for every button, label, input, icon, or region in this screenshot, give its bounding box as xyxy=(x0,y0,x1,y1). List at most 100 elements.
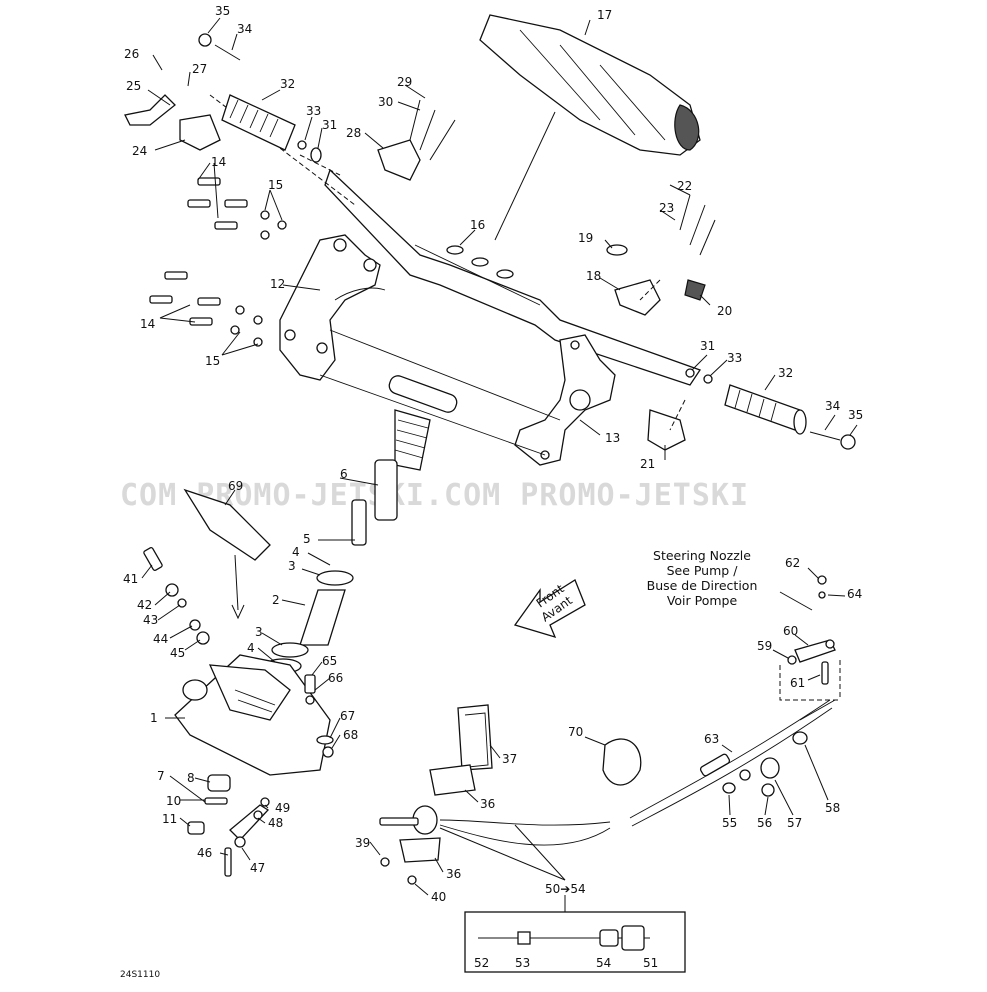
callout-34: 34 xyxy=(237,22,252,36)
callout-66: 66 xyxy=(328,671,343,685)
fasteners-14-15 xyxy=(149,177,287,347)
note-line-1: Steering Nozzle xyxy=(653,548,751,563)
callout-61: 61 xyxy=(790,676,805,690)
callout-32-right: 32 xyxy=(778,366,793,380)
callout-21: 21 xyxy=(640,457,655,471)
callout-51: 51 xyxy=(643,956,658,970)
callout-46: 46 xyxy=(197,846,212,860)
callout-33: 33 xyxy=(306,104,321,118)
callout-7: 7 xyxy=(157,769,165,783)
callout-33-right: 33 xyxy=(727,351,742,365)
callout-49: 49 xyxy=(275,801,290,815)
grip-bracket-28 xyxy=(377,99,456,181)
drawing-code: 24S1110 xyxy=(120,970,160,980)
callout-23: 23 xyxy=(659,201,674,215)
callout-3: 3 xyxy=(288,559,296,573)
callout-20: 20 xyxy=(717,304,732,318)
callout-65: 65 xyxy=(322,654,337,668)
callout-31: 31 xyxy=(322,118,337,132)
callout-16: 16 xyxy=(470,218,485,232)
callout-39: 39 xyxy=(355,836,370,850)
base-plate-1 xyxy=(174,488,331,776)
callout-42: 42 xyxy=(137,598,152,612)
handlebar-16 xyxy=(324,168,702,386)
inset-cable-kit xyxy=(464,895,686,973)
callout-4: 4 xyxy=(292,545,300,559)
callout-25: 25 xyxy=(126,79,141,93)
callout-10: 10 xyxy=(166,794,181,808)
callout-48: 48 xyxy=(268,816,283,830)
callout-12: 12 xyxy=(270,277,285,291)
lever-group xyxy=(187,774,270,877)
callout-34-right: 34 xyxy=(825,399,840,413)
callout-68: 68 xyxy=(343,728,358,742)
callout-22: 22 xyxy=(677,179,692,193)
note-line-4: Voir Pompe xyxy=(667,593,738,608)
callout-11: 11 xyxy=(162,812,177,826)
callout-43: 43 xyxy=(143,613,158,627)
bracket-13 xyxy=(514,334,616,466)
note-line-2: See Pump / xyxy=(667,563,739,578)
steering-nozzle-note: Steering Nozzle See Pump / Buse de Direc… xyxy=(647,548,758,608)
callout-53: 53 xyxy=(515,956,530,970)
steering-column xyxy=(264,375,458,674)
callout-35-right: 35 xyxy=(848,408,863,422)
callout-59: 59 xyxy=(757,639,772,653)
callout-19: 19 xyxy=(578,231,593,245)
callout-numbers: 35 34 26 27 25 32 33 31 24 14 15 29 30 2… xyxy=(123,4,863,970)
callout-44: 44 xyxy=(153,632,168,646)
callout-13: 13 xyxy=(605,431,620,445)
plate-fasteners xyxy=(143,547,334,758)
callout-58: 58 xyxy=(825,801,840,815)
callout-47: 47 xyxy=(250,861,265,875)
bracket-12 xyxy=(279,234,386,381)
callout-45: 45 xyxy=(170,646,185,660)
callout-14-lower: 14 xyxy=(140,317,155,331)
callout-37: 37 xyxy=(502,752,517,766)
callout-17: 17 xyxy=(597,8,612,22)
callout-35: 35 xyxy=(215,4,230,18)
callout-63: 63 xyxy=(704,732,719,746)
callout-62: 62 xyxy=(785,556,800,570)
callout-32: 32 xyxy=(280,77,295,91)
callout-3-lower: 3 xyxy=(255,625,263,639)
callout-18: 18 xyxy=(586,269,601,283)
callout-29: 29 xyxy=(397,75,412,89)
callout-4-lower: 4 xyxy=(247,641,255,655)
callout-60: 60 xyxy=(783,624,798,638)
note-line-3: Buse de Direction xyxy=(647,578,758,593)
callout-6: 6 xyxy=(340,467,348,481)
callout-5: 5 xyxy=(303,532,311,546)
nozzle-linkage xyxy=(779,575,841,701)
left-grip xyxy=(124,33,322,163)
callout-1: 1 xyxy=(150,711,158,725)
callout-64: 64 xyxy=(847,587,862,601)
callout-8: 8 xyxy=(187,771,195,785)
callout-52: 52 xyxy=(474,956,489,970)
callout-24: 24 xyxy=(132,144,147,158)
cover-17 xyxy=(479,14,701,241)
callout-67: 67 xyxy=(340,709,355,723)
callout-30: 30 xyxy=(378,95,393,109)
callout-41: 41 xyxy=(123,572,138,586)
callout-57: 57 xyxy=(787,816,802,830)
callout-26: 26 xyxy=(124,47,139,61)
callout-50-54: 50➔54 xyxy=(545,882,586,896)
callout-40: 40 xyxy=(431,890,446,904)
callout-14: 14 xyxy=(211,155,226,169)
cable-clamp xyxy=(379,704,493,885)
callout-69: 69 xyxy=(228,479,243,493)
callout-70: 70 xyxy=(568,725,583,739)
callout-28: 28 xyxy=(346,126,361,140)
callout-36-lower: 36 xyxy=(446,867,461,881)
leader-lines xyxy=(141,17,858,896)
callout-56: 56 xyxy=(757,816,772,830)
front-arrow: Front Avant xyxy=(513,579,586,639)
right-grip xyxy=(685,368,856,450)
callout-2: 2 xyxy=(272,593,280,607)
callout-31-right: 31 xyxy=(700,339,715,353)
callout-36: 36 xyxy=(480,797,495,811)
callout-55: 55 xyxy=(722,816,737,830)
